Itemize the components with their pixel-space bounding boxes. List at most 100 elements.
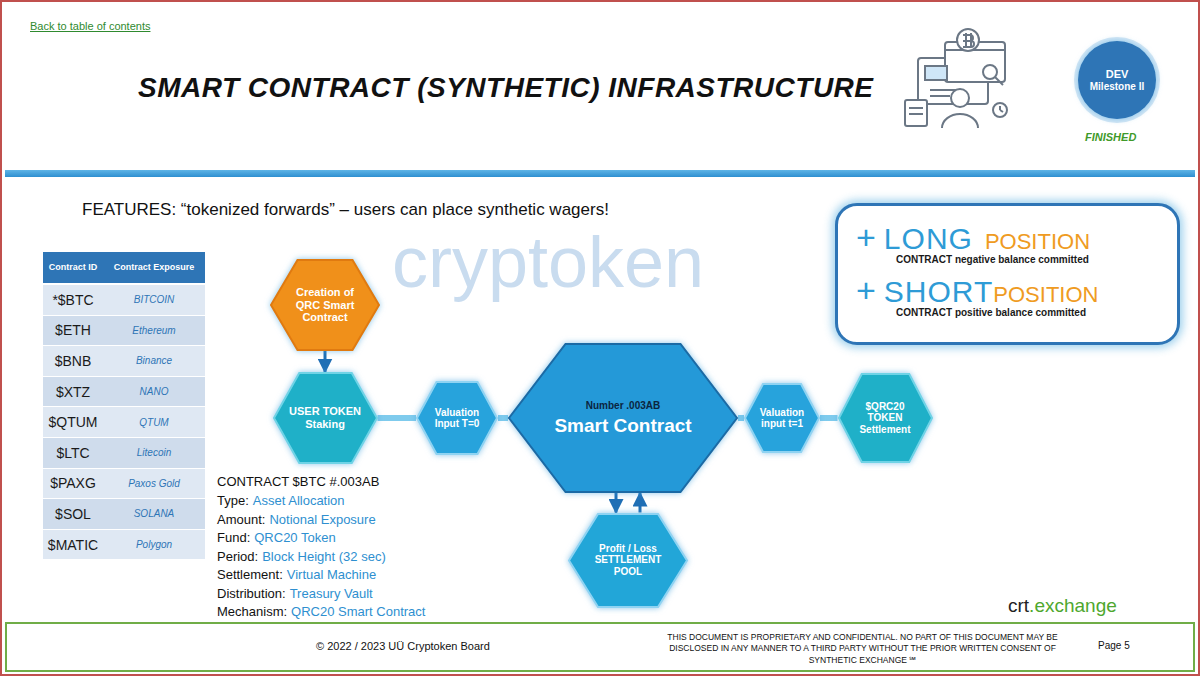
node-text: $QRC20 TOKEN Settlement bbox=[852, 401, 919, 436]
contract-field-row: Settlement: Virtual Machine bbox=[217, 567, 376, 582]
table-cell: $LTC bbox=[43, 438, 104, 469]
flow-arrow bbox=[615, 493, 618, 513]
badge-fill bbox=[1078, 41, 1156, 119]
contract-exposure: SOLANA bbox=[134, 508, 175, 519]
field-value: Notional Exposure bbox=[269, 512, 375, 527]
brand-text: .exchange bbox=[1029, 595, 1117, 617]
field-key: Period: bbox=[217, 549, 258, 564]
table-cell: $MATIC bbox=[43, 530, 104, 561]
node-text: LONG bbox=[884, 224, 973, 254]
text-row: CONTRACT positive balance committed bbox=[856, 307, 1163, 318]
table-cell: NANO bbox=[103, 377, 205, 408]
position-box: +LONGPOSITIONCONTRACT negative balance c… bbox=[835, 203, 1180, 345]
contract-exposure: Ethereum bbox=[132, 325, 175, 336]
field-value: QRC20 Smart Contract bbox=[291, 604, 425, 619]
computer-icon bbox=[905, 29, 1007, 128]
brand-text: crt bbox=[1008, 595, 1029, 617]
node-text: Smart Contract bbox=[554, 415, 691, 437]
text-row: Valuation Input T=0 bbox=[428, 407, 485, 430]
table-cell: *$BTC bbox=[43, 285, 104, 316]
node-content: Profit / LossSETTLEMENT POOL bbox=[586, 543, 670, 578]
node-text: Profit / Loss bbox=[599, 543, 657, 555]
contract-field-row: Type: Asset Allocation bbox=[217, 493, 345, 508]
text-row: DEV bbox=[1085, 68, 1149, 81]
joint-link bbox=[498, 415, 508, 421]
status-label: FINISHED bbox=[1085, 131, 1136, 143]
node-text: Milestone II bbox=[1090, 81, 1144, 93]
table-cell: $XTZ bbox=[43, 377, 104, 408]
contract-field-row: Distribution: Treasury Vault bbox=[217, 586, 373, 601]
field-value: Virtual Machine bbox=[287, 567, 376, 582]
table-cell: Polygon bbox=[103, 530, 205, 561]
text-row: Profit / Loss bbox=[586, 543, 670, 555]
field-key: Settlement: bbox=[217, 567, 283, 582]
hexagon-fill bbox=[274, 373, 377, 463]
field-key: Amount: bbox=[217, 512, 265, 527]
staking-hex: USER TOKEN Staking bbox=[273, 372, 378, 464]
contract-exposure: BITCOIN bbox=[134, 294, 175, 305]
settlement-pool-hex: Profit / LossSETTLEMENT POOL bbox=[568, 513, 688, 608]
field-key: Distribution: bbox=[217, 586, 286, 601]
table-cell: Paxos Gold bbox=[103, 469, 205, 500]
node-text: DEV bbox=[1106, 68, 1129, 81]
contract-field-row: Amount: Notional Exposure bbox=[217, 512, 376, 527]
node-content: $QRC20 TOKEN Settlement bbox=[852, 401, 919, 436]
table-cell: BITCOIN bbox=[103, 285, 205, 316]
contract-id: $MATIC bbox=[48, 537, 98, 553]
joint-link bbox=[738, 415, 744, 421]
toc-link: Back to table of contents bbox=[30, 20, 150, 32]
node-content: Valuation Input T=0 bbox=[428, 407, 485, 430]
slide-title: SMART CONTRACT (SYNTHETIC) INFRASTRUCTUR… bbox=[138, 72, 874, 104]
node-content: Valuation input t=1 bbox=[755, 407, 808, 430]
node-text: Valuation Input T=0 bbox=[428, 407, 485, 430]
copyright: © 2022 / 2023 UÜ Cryptoken Board bbox=[316, 640, 490, 652]
text-row: SETTLEMENT POOL bbox=[586, 554, 670, 577]
smart-contract-hex: Number .003AB Smart Contract bbox=[508, 343, 738, 493]
page-number: Page 5 bbox=[1098, 640, 1130, 651]
contract-field-row: Mechanism:QRC20 Smart Contract bbox=[217, 604, 425, 619]
valuation-hex: Valuation Input T=0 bbox=[416, 381, 498, 455]
contract-id: *$BTC bbox=[52, 292, 93, 308]
table-cell: $SOL bbox=[43, 499, 104, 530]
table-header-cell: Contract Exposure bbox=[103, 252, 205, 283]
node-text: Valuation input t=1 bbox=[755, 407, 808, 430]
table-cell: SOLANA bbox=[103, 499, 205, 530]
node-text: CONTRACT negative balance committed bbox=[896, 254, 1089, 265]
token-settlement-hex: $QRC20 TOKEN Settlement bbox=[838, 373, 933, 463]
node-text: CONTRACT positive balance committed bbox=[896, 307, 1086, 318]
text-row: USER TOKEN Staking bbox=[288, 405, 362, 430]
table-header: Contract ID bbox=[49, 263, 98, 273]
contract-heading: CONTRACT $BTC #.003AB bbox=[217, 474, 379, 489]
table-cell: $PAXG bbox=[43, 469, 104, 500]
contract-id: $QTUM bbox=[49, 414, 98, 430]
field-value: Treasury Vault bbox=[290, 586, 373, 601]
contract-id: $XTZ bbox=[56, 384, 90, 400]
node-text: SETTLEMENT POOL bbox=[586, 554, 670, 577]
field-key: Type: bbox=[217, 493, 249, 508]
field-value: Asset Allocation bbox=[253, 493, 345, 508]
contract-exposure: Binance bbox=[136, 355, 172, 366]
features-note: FEATURES: “tokenized forwards” – users c… bbox=[82, 200, 609, 220]
flow-arrow bbox=[324, 351, 327, 372]
contract-exposure: Polygon bbox=[136, 539, 172, 550]
node-text: + bbox=[856, 220, 876, 254]
text-row: CONTRACT negative balance committed bbox=[856, 254, 1163, 273]
contract-id: $ETH bbox=[55, 322, 91, 338]
contract-exposure: NANO bbox=[140, 386, 169, 397]
joint-link bbox=[820, 415, 838, 421]
contract-id: $SOL bbox=[55, 506, 91, 522]
text-row: Smart Contract bbox=[543, 415, 704, 437]
hexagon-fill bbox=[417, 382, 497, 454]
node-text: + bbox=[856, 273, 876, 307]
table-cell: Ethereum bbox=[103, 316, 205, 347]
table-cell: $ETH bbox=[43, 316, 104, 347]
node-text: Number .003AB bbox=[586, 400, 660, 411]
text-row: Creation of QRC Smart Contract bbox=[287, 286, 364, 324]
node-text: POSITION bbox=[993, 284, 1098, 306]
text-row: + LONG POSITION bbox=[856, 220, 1163, 254]
text-row: +SHORTPOSITION bbox=[856, 273, 1163, 307]
text-row: Milestone II bbox=[1085, 81, 1149, 93]
node-text: POSITION bbox=[985, 231, 1090, 253]
hexagon-fill bbox=[271, 260, 379, 350]
table-cell: $QTUM bbox=[43, 407, 104, 438]
